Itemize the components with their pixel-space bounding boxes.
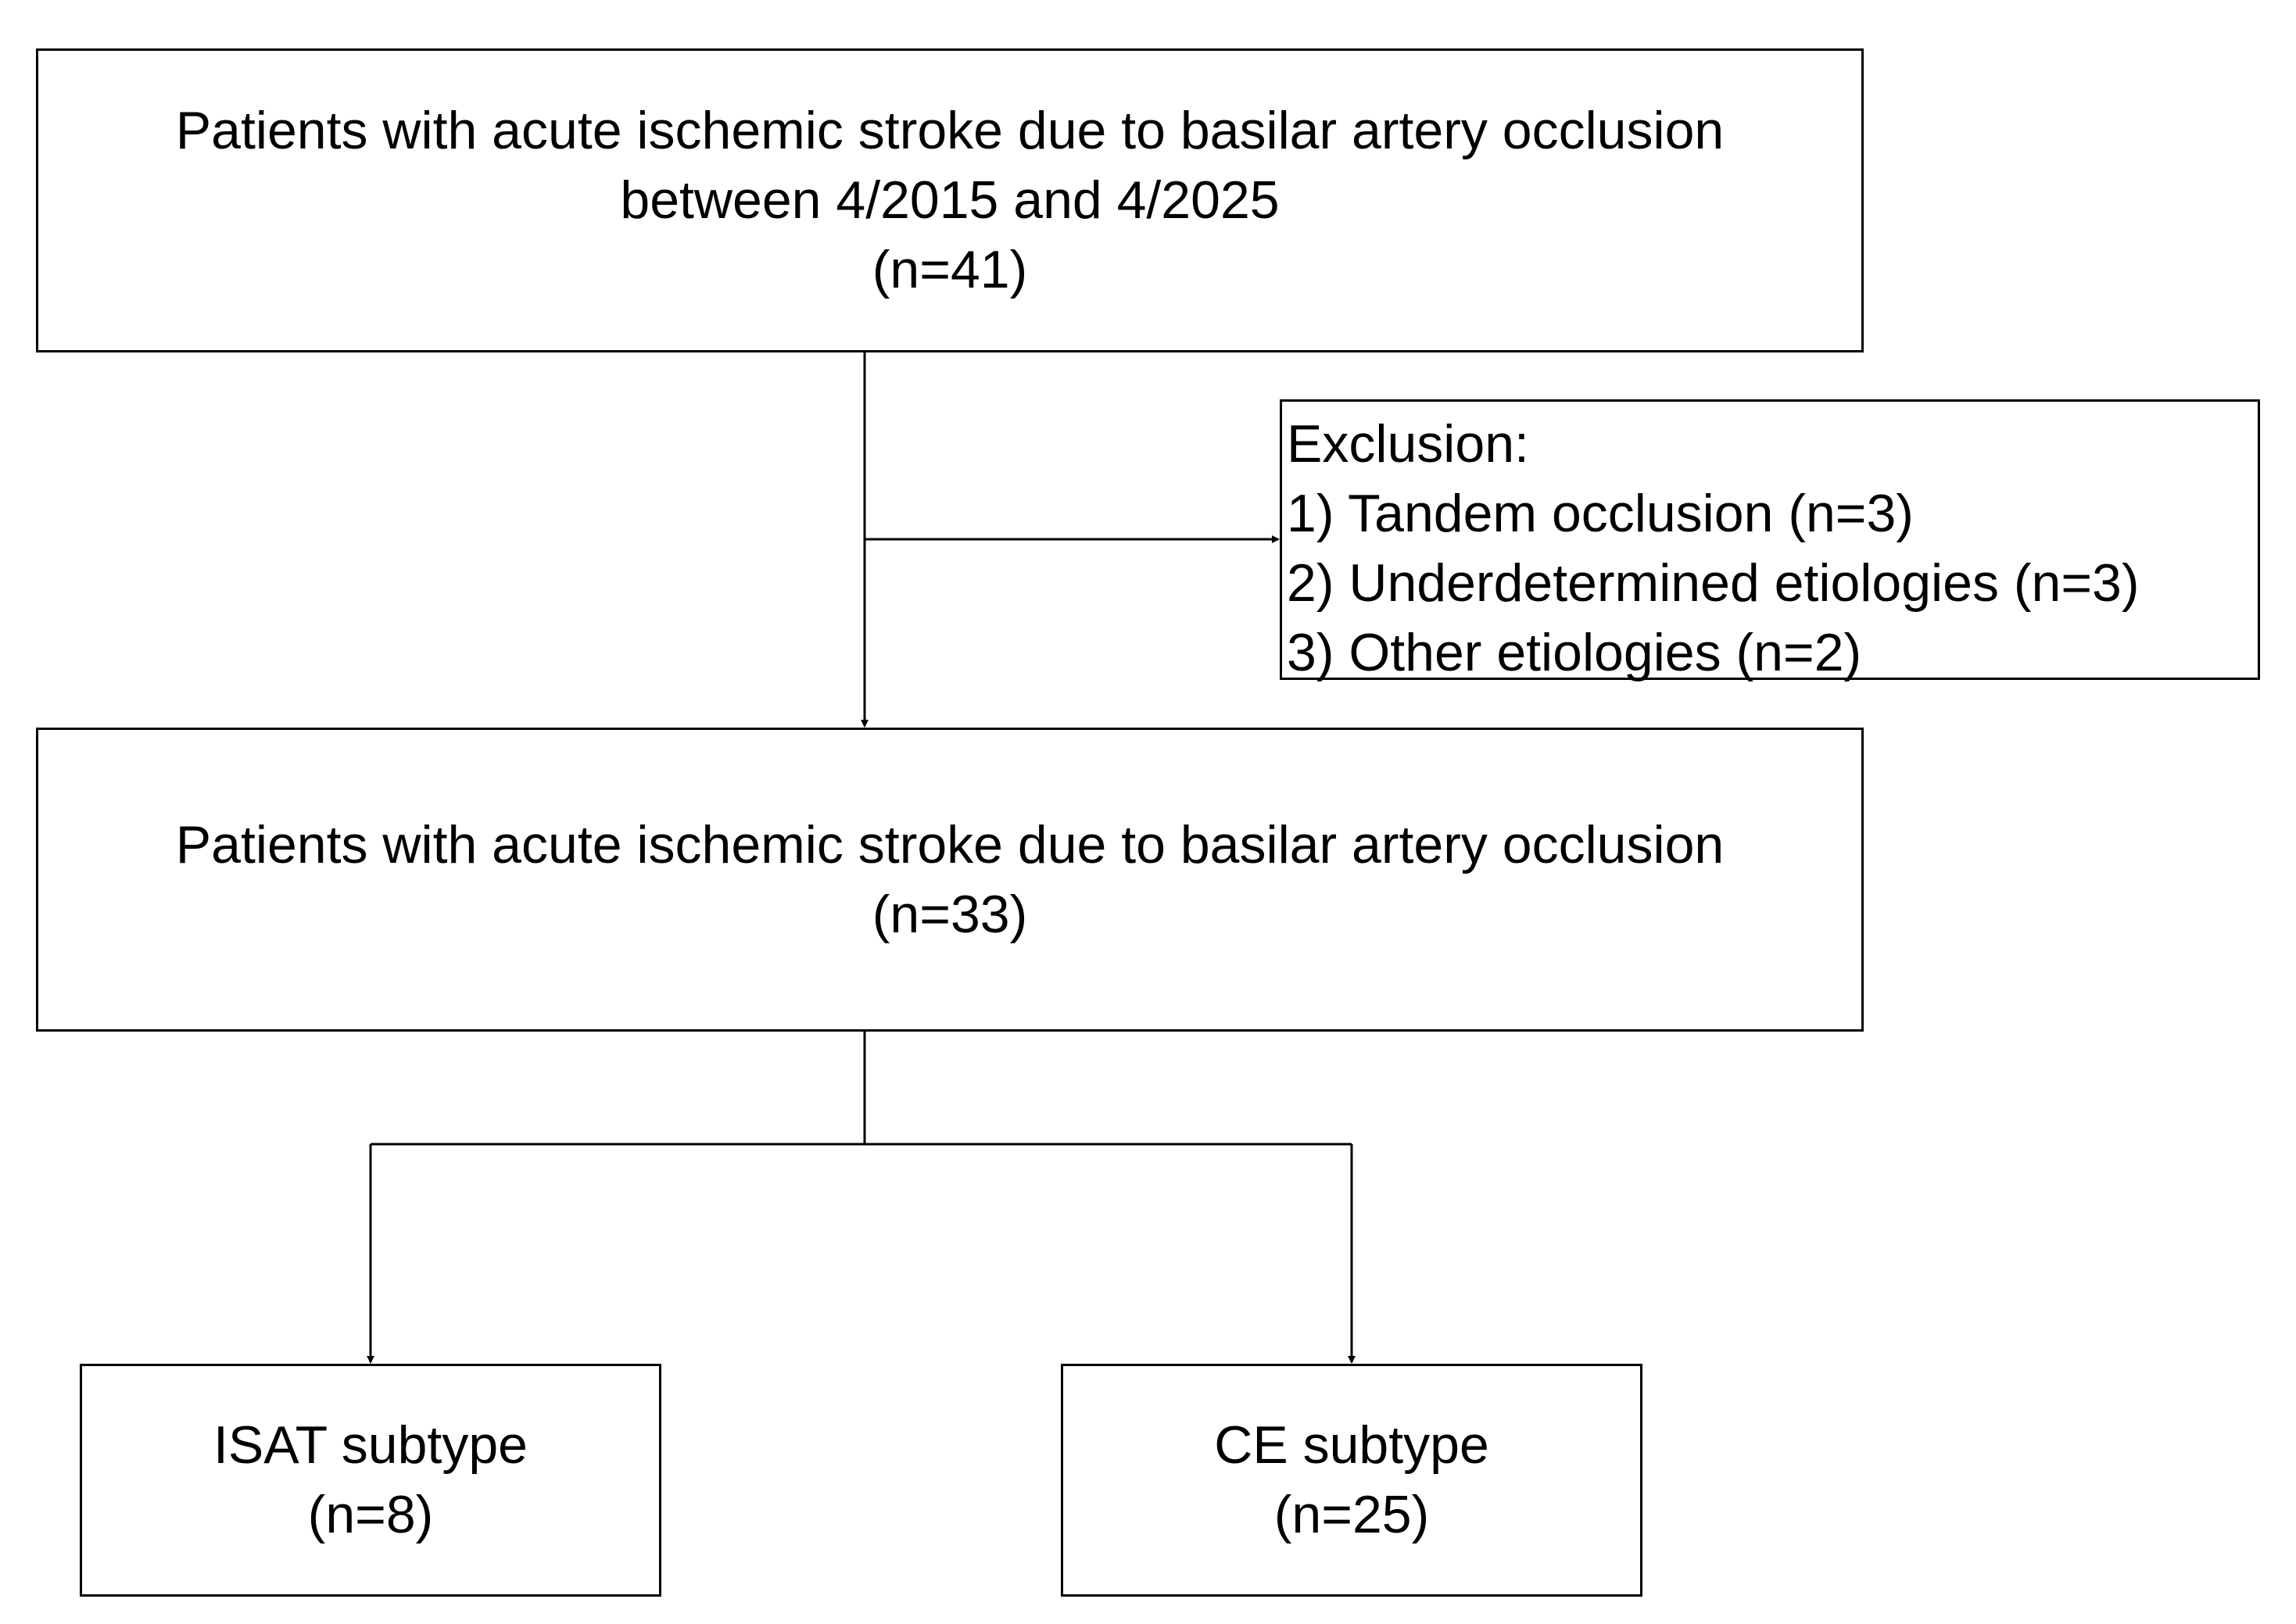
isat-subtype-label: ISAT subtype <box>213 1415 528 1475</box>
ce-subtype-count: (n=25) <box>1273 1485 1430 1544</box>
box-ce-subtype: CE subtype (n=25) <box>1061 1364 1642 1597</box>
box-included-cohort: Patients with acute ischemic stroke due … <box>36 728 1864 1032</box>
box-exclusion: Exclusion: 1) Tandem occlusion (n=3) 2) … <box>1280 399 2260 682</box>
included-cohort-line-1: Patients with acute ischemic stroke due … <box>175 814 1725 875</box>
exclusion-item-underdetermined: 2) Underdetermined etiologies (n=3) <box>1287 553 2140 613</box>
initial-cohort-line-2: between 4/2015 and 4/2025 <box>620 170 1280 230</box>
initial-cohort-count: (n=41) <box>872 240 1028 299</box>
ce-subtype-label: CE subtype <box>1214 1415 1489 1475</box>
exclusion-item-tandem: 1) Tandem occlusion (n=3) <box>1287 484 1914 543</box>
isat-subtype-count: (n=8) <box>307 1485 434 1544</box>
exclusion-item-other: 3) Other etiologies (n=2) <box>1287 623 1862 682</box>
exclusion-title: Exclusion: <box>1287 414 1529 474</box>
box-initial-cohort: Patients with acute ischemic stroke due … <box>36 48 1864 352</box>
initial-cohort-line-1: Patients with acute ischemic stroke due … <box>175 101 1725 160</box>
included-cohort-count: (n=33) <box>872 884 1028 944</box>
box-isat-subtype: ISAT subtype (n=8) <box>80 1364 661 1597</box>
